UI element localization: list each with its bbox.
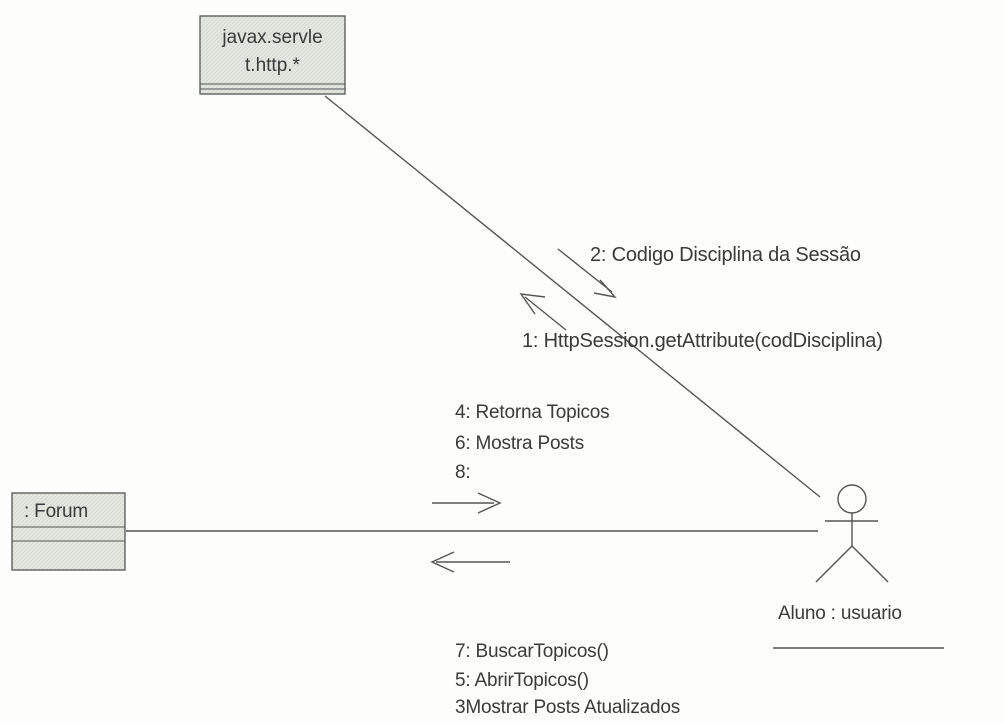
forum-object-label: : Forum bbox=[24, 501, 89, 522]
message-1-label: 1: HttpSession.getAttribute(codDisciplin… bbox=[522, 330, 883, 352]
message-arrow-right bbox=[432, 492, 502, 514]
message-arrow-left bbox=[430, 551, 510, 573]
actor-name-label: Aluno : usuario bbox=[778, 603, 902, 624]
message-6-label: 6: Mostra Posts bbox=[455, 433, 584, 454]
message-8-label: 8: bbox=[455, 462, 471, 483]
servlet-actor-link bbox=[324, 95, 821, 498]
message-5-label: 5: AbrirTopicos() bbox=[455, 670, 589, 691]
message-7-label: 7: BuscarTopicos() bbox=[455, 641, 609, 662]
message-4-label: 4: Retorna Topicos bbox=[455, 402, 610, 423]
forum-object-box[interactable] bbox=[11, 492, 126, 571]
message-arrow-1 bbox=[519, 293, 567, 331]
servlet-object-label: javax.servle t.http.* bbox=[200, 24, 345, 80]
message-2-label: 2: Codigo Disciplina da Sessão bbox=[590, 244, 861, 266]
servlet-label-line1: javax.servle bbox=[222, 27, 323, 48]
servlet-object-box[interactable] bbox=[199, 15, 346, 95]
message-arrow-2 bbox=[557, 248, 617, 299]
message-3-label: 3Mostrar Posts Atualizados bbox=[455, 697, 681, 718]
actor-stick-figure-icon[interactable] bbox=[815, 484, 889, 583]
servlet-label-line2: t.http.* bbox=[245, 55, 300, 76]
